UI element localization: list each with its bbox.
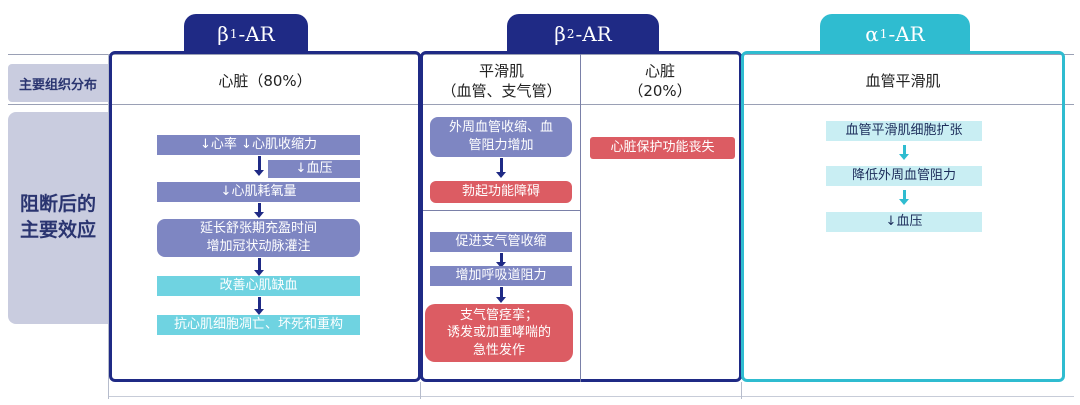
grid-line-bottom — [108, 396, 1074, 397]
b2-step-vasoconstriction-line1: 外周血管收缩、血 — [448, 120, 553, 136]
b2-step-bronchospasm: 支气管痉挛； 诱发或加重哮喘的 急性发作 — [425, 304, 573, 362]
tab-greek: α — [865, 22, 879, 46]
arrow-down-icon — [254, 156, 264, 176]
b2-step-bronchospasm-line1: 支气管痉挛； — [459, 307, 538, 323]
b1-step-ischemia: 改善心肌缺血 — [157, 276, 360, 296]
b2-step-airway-resistance: 增加呼吸道阻力 — [430, 266, 572, 286]
b2-heart-tissue: 心脏 （20%） — [581, 62, 739, 101]
arrow-down-icon — [496, 253, 506, 268]
panel-alpha1 — [741, 51, 1065, 382]
a1-tissue: 血管平滑肌 — [865, 72, 941, 90]
tab-suffix: -AR — [888, 22, 925, 46]
b2-smooth-tissue-line2: （血管、支气管） — [441, 81, 562, 100]
arrow-down-icon — [254, 203, 264, 218]
b1-step-blood-pressure: ↓血压 — [268, 160, 360, 178]
beta2-column-divider — [580, 54, 581, 382]
tab-greek: β — [554, 22, 566, 46]
a1-step-peripheral-resistance: 降低外周血管阻力 — [826, 166, 982, 186]
b2-step-vasoconstriction-line2: 管阻力增加 — [468, 138, 534, 153]
tab-subscript: 2 — [566, 27, 575, 41]
b2-heart-tissue-line2: （20%） — [628, 81, 692, 100]
b1-step-apoptosis: 抗心肌细胞凋亡、坏死和重构 — [157, 315, 360, 335]
arrow-down-icon — [899, 145, 909, 160]
tab-suffix: -AR — [575, 22, 612, 46]
arrow-down-icon — [899, 190, 909, 205]
b1-tissue: 心脏（80%） — [218, 72, 312, 90]
row-label-effects-line2: 主要效应 — [19, 219, 96, 241]
tab-greek: β — [217, 22, 229, 46]
b2-step-vasoconstriction: 外周血管收缩、血 管阻力增加 — [430, 117, 572, 157]
arrow-down-icon — [254, 297, 264, 315]
b1-step-diastole-line2: 增加冠状动脉灌注 — [206, 239, 311, 254]
tab-suffix: -AR — [238, 22, 275, 46]
grid-line-row-divider — [8, 104, 1074, 105]
tab-subscript: 1 — [229, 27, 238, 41]
grid-line-col — [420, 382, 421, 399]
a1-step-blood-pressure: ↓血压 — [826, 212, 982, 232]
row-label-effects-line1: 阻断后的 — [19, 193, 96, 216]
b2-smooth-tissue: 平滑肌 （血管、支气管） — [423, 62, 580, 101]
b1-step-diastole-line1: 延长舒张期充盈时间 — [199, 221, 317, 237]
arrow-down-icon — [496, 158, 506, 178]
b2-step-bronchoconstriction: 促进支气管收缩 — [430, 232, 572, 252]
grid-line-col — [741, 382, 742, 399]
tab-subscript: 1 — [879, 27, 888, 41]
row-label-distribution: 主要组织分布 — [8, 64, 108, 102]
b2-smooth-tissue-line1: 平滑肌 — [478, 62, 524, 80]
b1-step-oxygen: ↓心肌耗氧量 — [157, 182, 360, 202]
panel-beta1 — [109, 51, 421, 382]
b1-step-diastole: 延长舒张期充盈时间 增加冠状动脉灌注 — [157, 219, 360, 257]
b2-heart-protection-loss: 心脏保护功能丧失 — [590, 137, 735, 159]
b2-step-erectile-dysfunction: 勃起功能障碍 — [430, 181, 572, 203]
b1-step-heart-rate: ↓心率 ↓心肌收缩力 — [157, 135, 360, 155]
b2-heart-tissue-line1: 心脏 — [644, 62, 675, 80]
b2-step-bronchospasm-line2: 诱发或加重哮喘的 — [446, 325, 551, 341]
panel-beta2 — [420, 51, 742, 382]
grid-line-left — [108, 54, 109, 399]
arrow-down-icon — [496, 287, 506, 303]
grid-line-top — [8, 54, 1074, 55]
b2-step-bronchospasm-line3: 急性发作 — [472, 342, 525, 358]
arrow-down-icon — [254, 258, 264, 276]
a1-step-smooth-muscle-dilation: 血管平滑肌细胞扩张 — [826, 121, 982, 141]
row-label-effects: 阻断后的 主要效应 — [8, 112, 108, 324]
beta2-row-divider — [423, 210, 580, 211]
